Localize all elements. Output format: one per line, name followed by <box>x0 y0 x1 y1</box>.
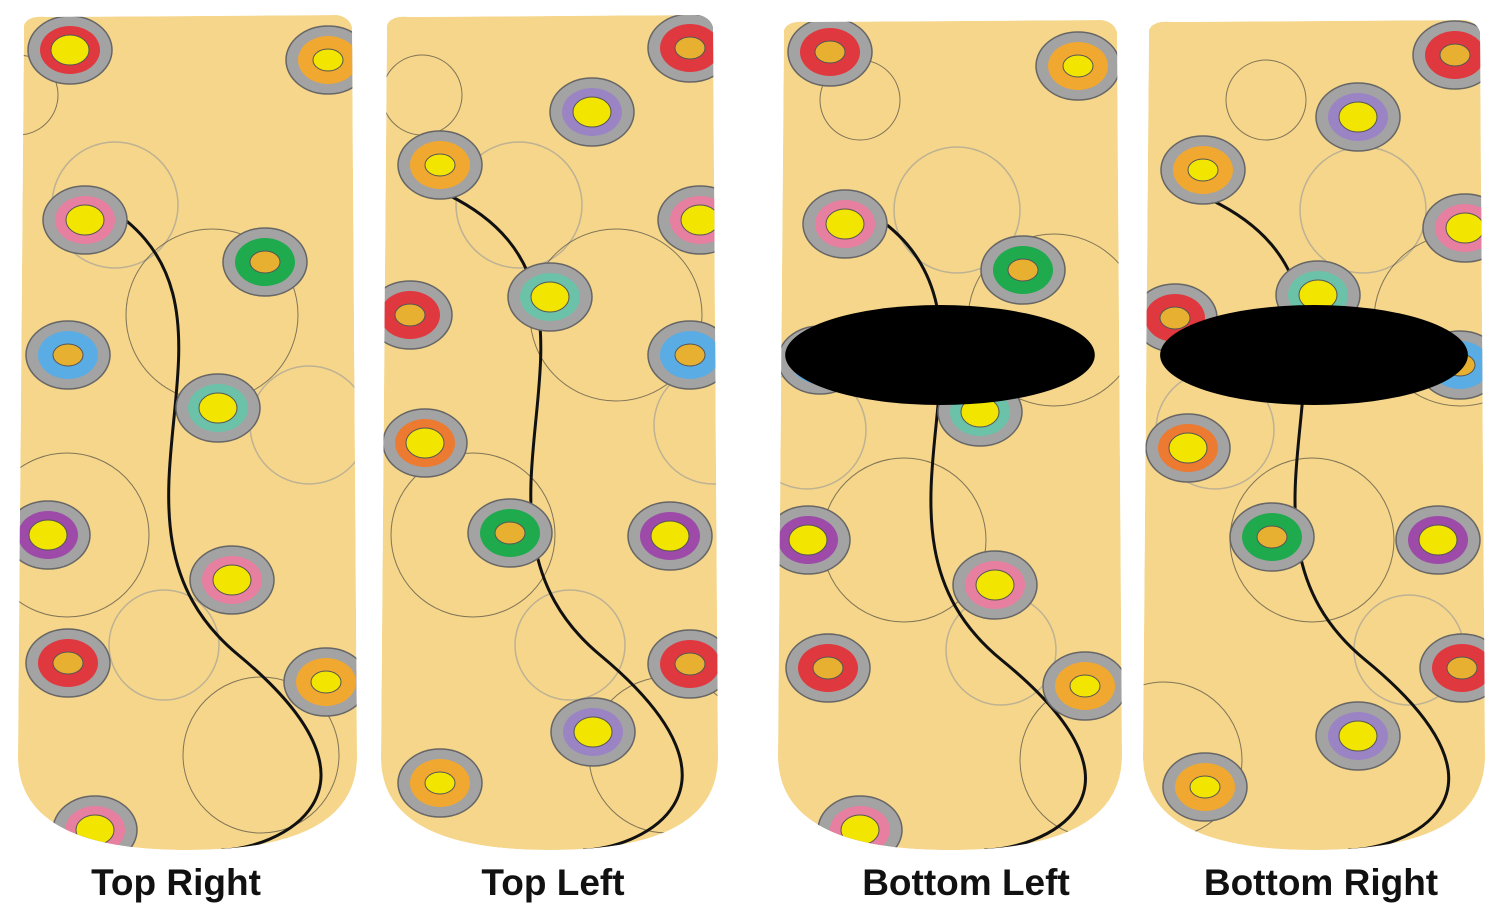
polka-dot <box>817 795 903 850</box>
polka-dot <box>980 235 1066 305</box>
polka-dot <box>550 697 636 767</box>
vine-decoration <box>85 193 323 850</box>
polka-dot <box>467 498 553 568</box>
swirl-decoration <box>893 146 1021 274</box>
polka-dot <box>627 501 713 571</box>
sock-top-left <box>381 15 718 850</box>
label-top-right: Top Right <box>91 862 261 903</box>
polka-dot <box>647 15 718 83</box>
swirl-decoration <box>18 54 59 136</box>
polka-dot <box>382 408 468 478</box>
swirl-decoration <box>390 452 556 618</box>
sock-fabric <box>18 15 357 850</box>
label-top-left: Top Left <box>481 862 625 903</box>
polka-dot <box>285 25 357 95</box>
polka-dot <box>657 185 718 255</box>
polka-dot <box>52 795 138 850</box>
label-bottom-right: Bottom Right <box>1203 862 1439 903</box>
polka-dot <box>802 189 888 259</box>
polka-dot <box>397 130 483 200</box>
polka-dot <box>25 320 111 390</box>
polka-dot <box>1229 502 1315 572</box>
polka-dot <box>787 20 873 87</box>
swirl-decoration <box>108 589 220 701</box>
polka-dot <box>1162 752 1248 822</box>
sock-fabric <box>381 15 718 850</box>
sock-bottom-right <box>1143 20 1485 850</box>
polka-dot <box>189 545 275 615</box>
polka-dot <box>27 15 113 85</box>
swirl-decoration <box>514 589 626 701</box>
polka-dot <box>647 629 718 699</box>
sock-top-right <box>18 15 1485 850</box>
polka-dot <box>1422 193 1485 263</box>
sock-opening <box>1160 305 1468 405</box>
sock-bottom-left <box>778 20 1122 850</box>
polka-dot <box>1145 413 1231 483</box>
label-bottom-left: Bottom Left <box>862 862 1070 903</box>
swirl-decoration <box>182 676 340 834</box>
polka-dot <box>42 185 128 255</box>
polka-dot <box>507 262 593 332</box>
swirl-decoration <box>18 452 150 618</box>
polka-dot <box>18 500 91 570</box>
polka-dot <box>175 373 261 443</box>
sock-top-right <box>18 15 357 850</box>
polka-dot <box>1412 20 1485 90</box>
polka-dot <box>785 633 871 703</box>
polka-dot <box>778 505 851 575</box>
polka-dot <box>647 320 718 390</box>
polka-dot <box>1042 651 1122 721</box>
polka-dot <box>397 748 483 818</box>
polka-dot <box>1315 82 1401 152</box>
polka-dot <box>25 628 111 698</box>
polka-dot <box>1419 633 1485 703</box>
polka-dot <box>1160 135 1246 205</box>
polka-dot <box>381 280 453 350</box>
swirl-decoration <box>455 141 583 269</box>
polka-dot <box>1395 505 1481 575</box>
polka-dot <box>549 77 635 147</box>
polka-dot <box>1035 31 1121 101</box>
polka-dot <box>283 647 357 717</box>
polka-dot <box>1315 701 1401 771</box>
sock-opening <box>785 305 1095 405</box>
sock-fabric <box>1143 20 1485 850</box>
polka-dot <box>952 550 1038 620</box>
polka-dot <box>222 227 308 297</box>
swirl-decoration <box>1225 59 1307 141</box>
